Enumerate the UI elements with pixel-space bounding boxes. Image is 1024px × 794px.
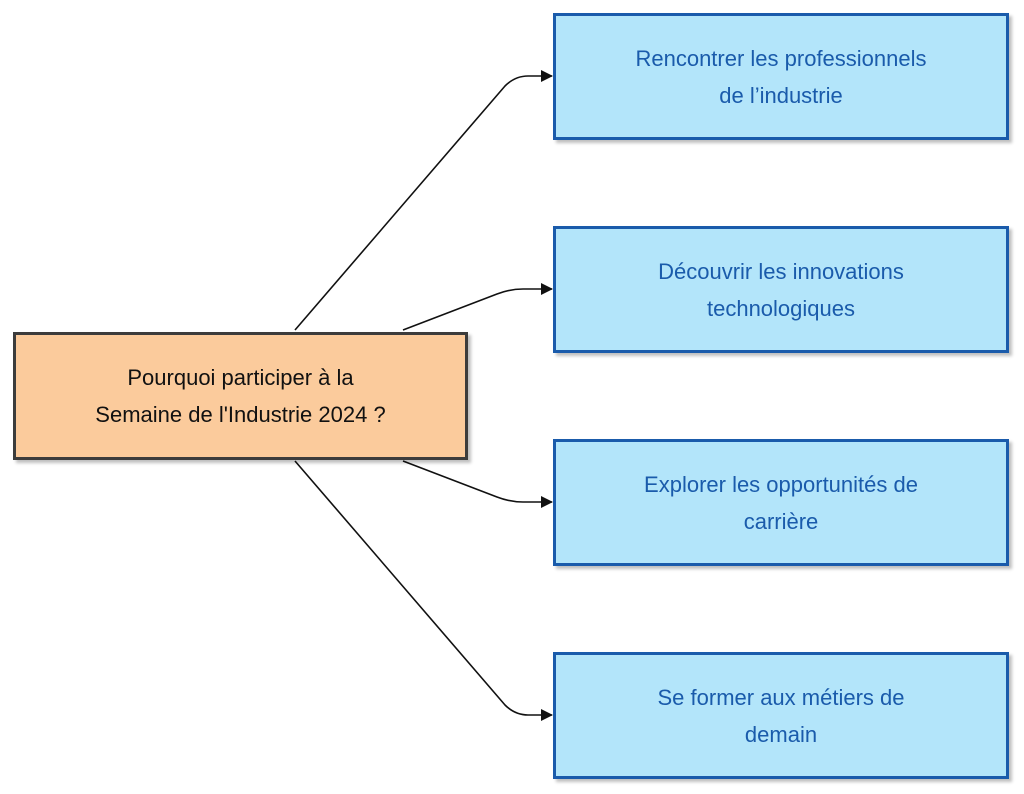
target-node-line-1: Rencontrer les professionnels [635,45,927,71]
target-node-decouvrir: Découvrir les innovations technologiques [553,226,1009,353]
target-node-se-former: Se former aux métiers de demain [553,652,1009,779]
target-node-line-1: Se former aux métiers de [657,684,905,710]
source-node-label: Pourquoi participer à la Semaine de l'In… [95,359,385,433]
source-node: Pourquoi participer à la Semaine de l'In… [13,332,468,460]
target-node-line-1: Découvrir les innovations [658,258,904,284]
connector-arrow-4 [294,460,553,721]
connector-arrow-3 [402,460,553,508]
target-node-line-2: carrière [743,508,819,534]
target-node-label: Rencontrer les professionnels de l’indus… [635,40,926,114]
target-node-line-1: Explorer les opportunités de [644,471,918,497]
target-node-line-2: technologiques [706,295,855,321]
target-node-rencontrer: Rencontrer les professionnels de l’indus… [553,13,1009,140]
target-node-label: Découvrir les innovations technologiques [658,253,904,327]
target-node-explorer: Explorer les opportunités de carrière [553,439,1009,566]
source-node-line-1: Pourquoi participer à la [127,365,354,390]
connector-arrow-2 [402,283,553,331]
target-node-label: Explorer les opportunités de carrière [644,466,918,540]
target-node-line-2: demain [744,721,818,747]
target-node-line-2: de l’industrie [719,82,843,108]
target-node-label: Se former aux métiers de demain [658,679,905,753]
source-node-line-2: Semaine de l'Industrie 2024 ? [95,402,386,427]
connector-arrow-1 [294,70,553,331]
